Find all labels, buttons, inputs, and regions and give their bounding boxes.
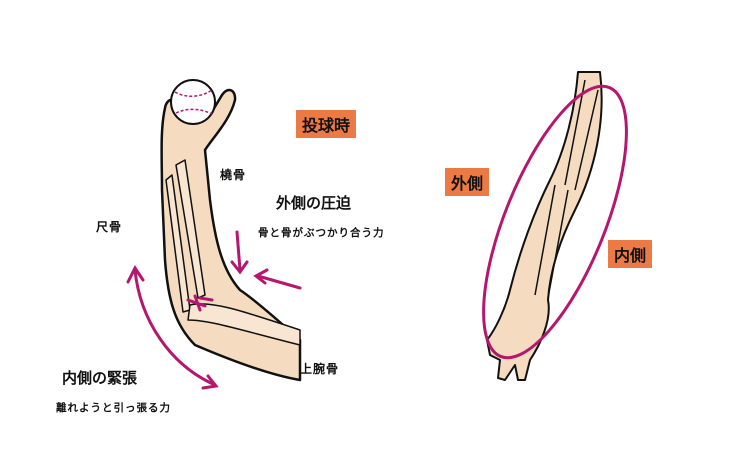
medial-tag: 内側 xyxy=(608,240,653,268)
humerus-label: 上腕骨 xyxy=(300,362,340,376)
baseball-icon xyxy=(170,79,216,125)
title-badge: 投球時 xyxy=(296,110,357,138)
lateral-compression-heading: 外側の圧迫 xyxy=(276,194,352,212)
compression-arrow-down xyxy=(230,230,249,275)
force-arrows xyxy=(126,230,302,390)
affected-area-ellipse xyxy=(482,84,628,360)
lateral-tag: 外側 xyxy=(445,168,490,196)
lateral-compression-desc: 骨と骨がぶつかり合う力 xyxy=(258,227,385,239)
right-arm-bones xyxy=(534,79,599,299)
radius-bone xyxy=(175,159,206,299)
compression-arrow-left xyxy=(253,268,302,290)
tension-arrow-curved xyxy=(126,265,219,390)
radius-label: 橈骨 xyxy=(220,168,247,182)
ulna-label: 尺骨 xyxy=(96,220,123,234)
right-arm-skin xyxy=(486,71,603,381)
ulna-bone xyxy=(165,174,191,313)
humerus-bone xyxy=(187,302,301,346)
left-arm-illustration xyxy=(160,88,302,382)
joint-compression-marks xyxy=(186,294,214,312)
medial-tension-desc: 離れようと引っ張る力 xyxy=(56,402,171,414)
right-arm-illustration xyxy=(486,71,603,381)
medial-tension-heading: 内側の緊張 xyxy=(62,369,138,387)
